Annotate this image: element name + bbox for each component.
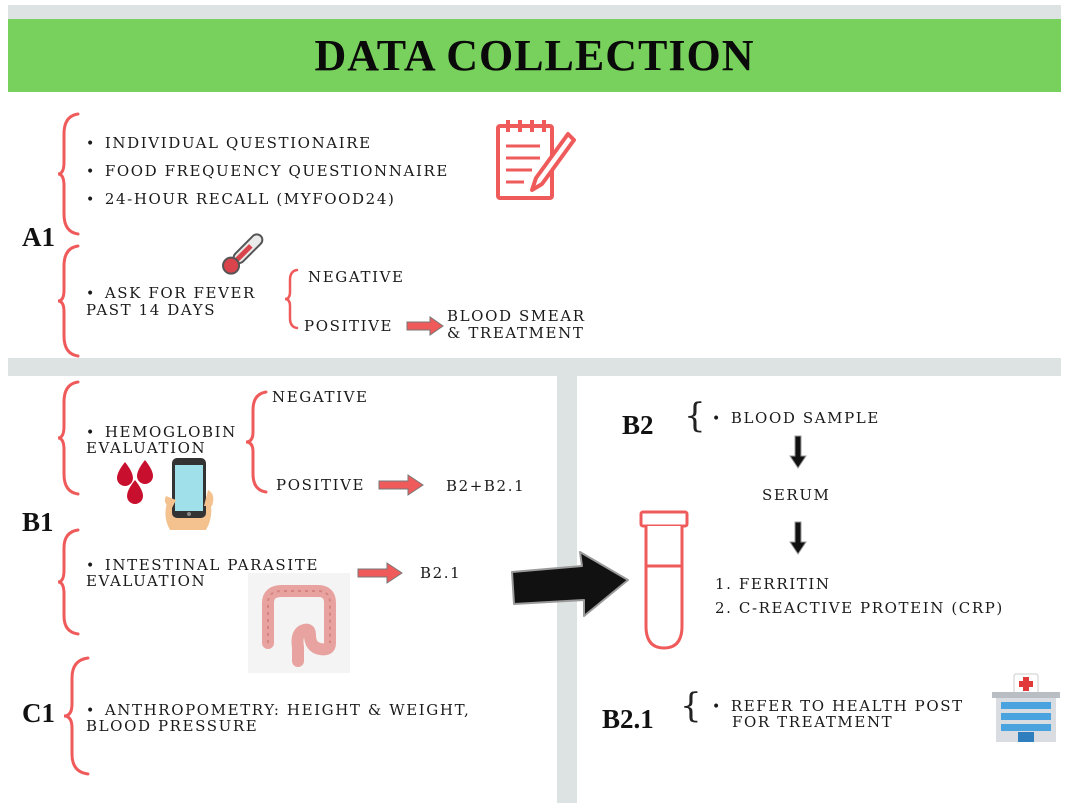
questionnaire-item-24h-recall: 24-HOUR RECALL (MYFOOD24) [86, 191, 395, 208]
hemoglobin-line2: EVALUATION [86, 439, 207, 457]
b21-brace: { [680, 686, 702, 726]
blood-sample-item: BLOOD SAMPLE [712, 410, 880, 427]
top-strip [8, 5, 1061, 19]
fever-question-line2: PAST 14 DAYS [86, 301, 217, 319]
fever-question-line1: ASK FOR FEVER [86, 285, 256, 302]
b1-positive-outcome: B2+B2.1 [446, 477, 526, 495]
thermometer-icon [222, 233, 264, 275]
b1-parasite-arrow-icon [357, 562, 403, 584]
b1-hemo-result-brace [245, 390, 268, 494]
test-crp: 2. C-REACTIVE PROTEIN (CRP) [715, 599, 1004, 617]
b1-positive-arrow-icon [378, 474, 424, 496]
test-tube-icon [639, 510, 689, 650]
a1-positive-label: POSITIVE [304, 317, 394, 335]
hospital-icon [992, 673, 1060, 742]
b2-brace: { [684, 396, 706, 436]
b1-to-b2-arrow-icon [511, 551, 629, 617]
a1-result-brace [284, 268, 299, 330]
a1-outcome-line2: & TREATMENT [447, 324, 585, 342]
intestine-image [248, 573, 350, 673]
title-bar [8, 19, 1061, 92]
intestine-icon [262, 585, 336, 667]
a1-label: A1 [22, 222, 55, 252]
horizontal-separator [8, 358, 1061, 376]
parasite-line2: EVALUATION [86, 572, 207, 590]
b1-positive-label: POSITIVE [276, 476, 366, 494]
a1-positive-arrow-icon [406, 316, 444, 336]
b1-parasite-outcome: B2.1 [420, 564, 462, 582]
blood-drops-icon [117, 460, 153, 504]
hemoglobin-line1: HEMOGLOBIN [86, 424, 237, 441]
a1-fever-brace [57, 244, 80, 358]
a1-outcome-line1: BLOOD SMEAR [447, 307, 586, 325]
a1-questionnaire-brace [57, 112, 80, 236]
smartphone-hand-icon [164, 458, 214, 530]
notepad-pencil-icon [496, 120, 576, 200]
test-ferritin: 1. FERRITIN [715, 575, 831, 593]
sample-to-serum-arrow-icon [789, 435, 807, 469]
parasite-line1: INTESTINAL PARASITE [86, 557, 319, 574]
anthropometry-line1: ANTHROPOMETRY: HEIGHT & WEIGHT, [86, 702, 470, 719]
questionnaire-item-individual: INDIVIDUAL QUESTIONAIRE [86, 135, 372, 152]
b1-negative-label: NEGATIVE [272, 388, 369, 406]
serum-label: SERUM [762, 486, 831, 504]
b1-hemoglobin-brace [57, 380, 80, 496]
questionnaire-item-ffq: FOOD FREQUENCY QUESTIONNAIRE [86, 163, 449, 180]
c1-brace [63, 656, 90, 776]
a1-negative-label: NEGATIVE [308, 268, 405, 286]
page-title: DATA COLLECTION [314, 31, 755, 80]
b1-parasite-brace [57, 528, 80, 636]
b21-label: B2.1 [602, 704, 654, 734]
referral-line2: FOR TREATMENT [732, 713, 894, 731]
b1-label: B1 [22, 507, 54, 537]
b2-label: B2 [622, 410, 654, 440]
referral-line1: REFER TO HEALTH POST [712, 698, 964, 715]
c1-label: C1 [22, 698, 55, 728]
serum-to-tests-arrow-icon [789, 521, 807, 555]
anthropometry-line2: BLOOD PRESSURE [86, 717, 259, 735]
